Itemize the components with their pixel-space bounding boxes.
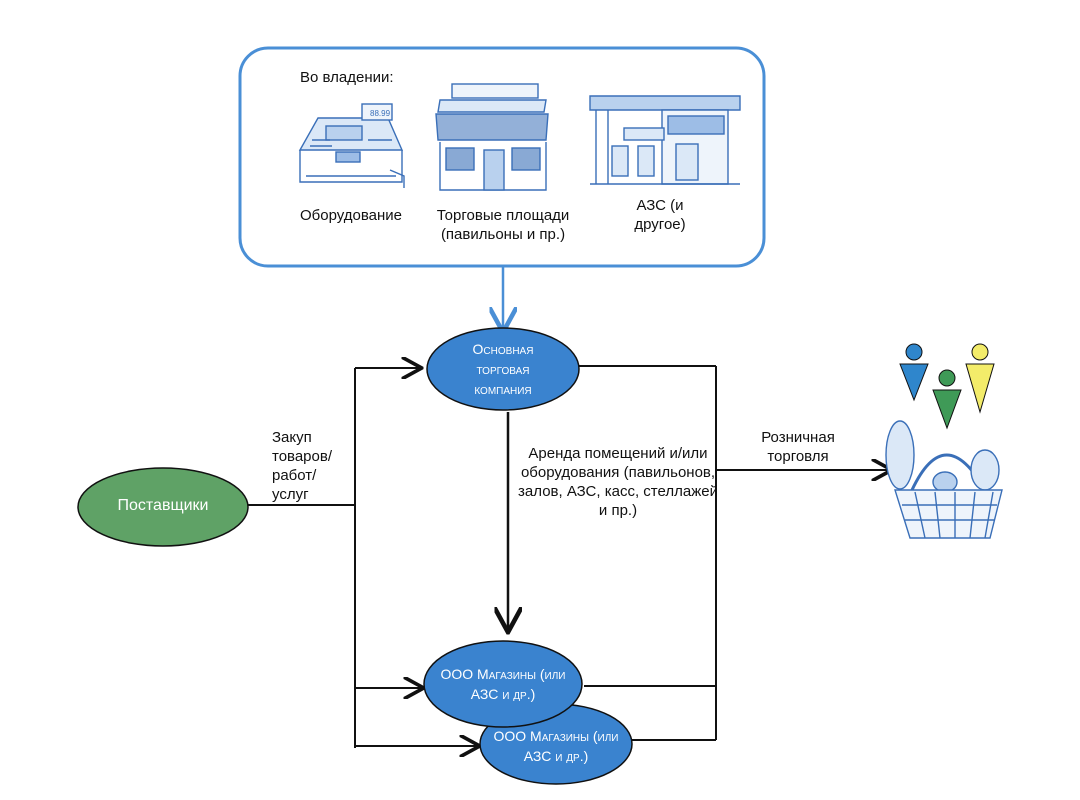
rent-label: Аренда помещений и/или оборудования (пав…: [518, 445, 718, 519]
svg-text:88.99: 88.99: [370, 109, 391, 118]
main-company-node: [426, 327, 580, 411]
suppliers-label: Поставщики: [117, 497, 209, 514]
gas-station-label: АЗС (и другое): [634, 197, 686, 233]
cash-register-icon: 88.99: [298, 103, 405, 188]
retail-label: Розничная торговля: [761, 429, 835, 465]
main-company-label: Основная торговая компания: [472, 341, 534, 397]
gas-station-icon: [589, 95, 741, 185]
ownership-title: Во владении:: [300, 69, 394, 86]
suppliers-node: [77, 467, 249, 547]
store1-node: [423, 640, 583, 728]
equipment-label: Оборудование: [299, 207, 403, 224]
shop-pavilion-icon: [435, 83, 549, 191]
connector-lines: [248, 365, 717, 748]
shopping-basket-customers-icon: [885, 343, 1003, 539]
store2-label: ООО Магазины (или АЗС и др.): [493, 728, 619, 764]
store1-label: ООО Магазины (или АЗС и др.): [440, 666, 566, 702]
purchase-label: Закуп товаров/ работ/ услуг: [272, 429, 333, 503]
trade-areas-label: Торговые площади (павильоны и пр.): [436, 207, 570, 243]
